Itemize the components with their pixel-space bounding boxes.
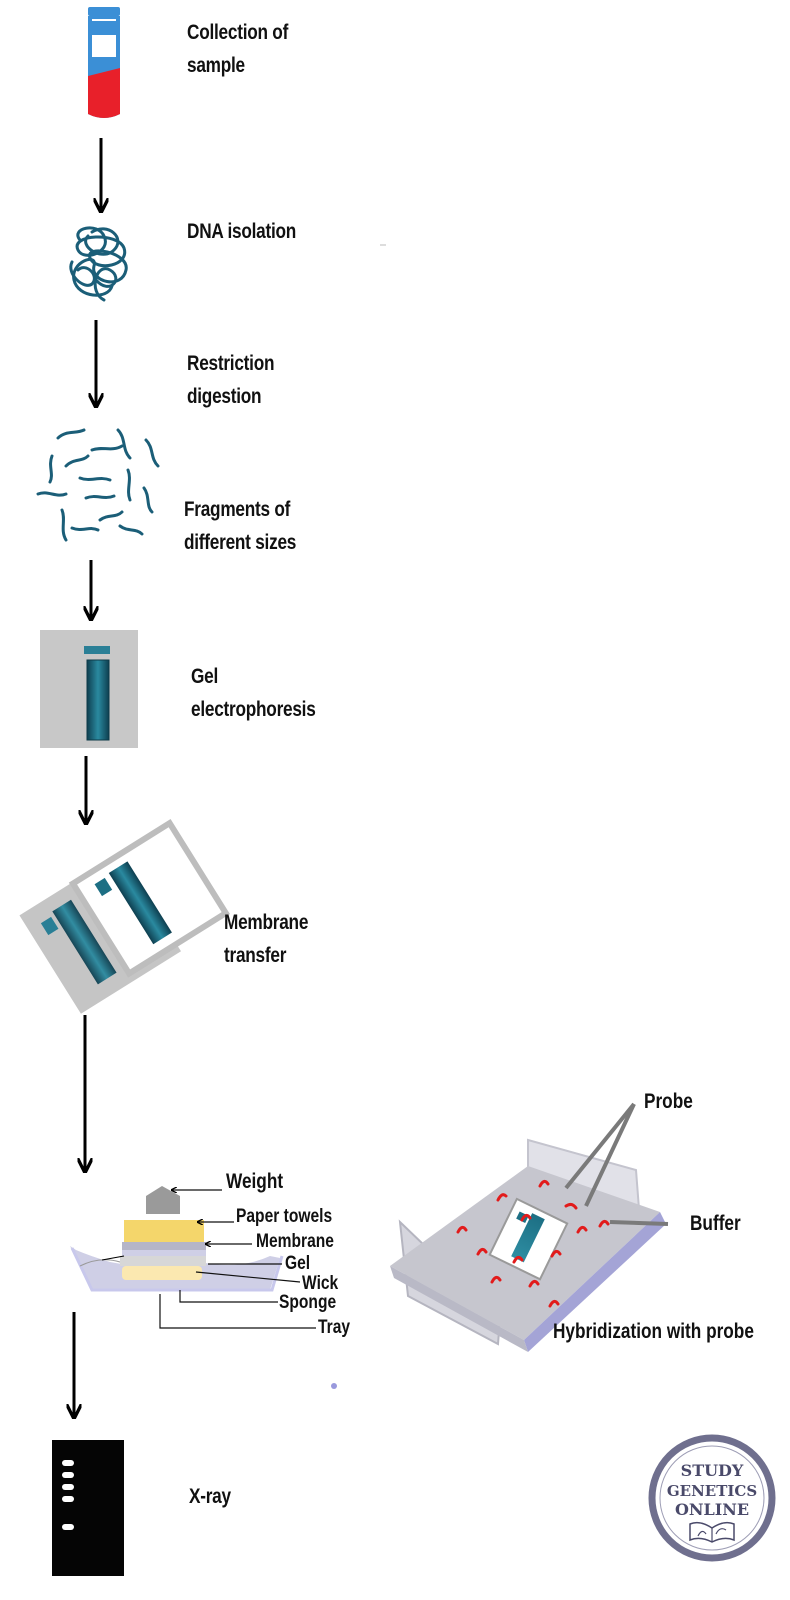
step-label-line: Restriction — [187, 352, 275, 375]
step-label-line: transfer — [224, 944, 287, 967]
step-label-line: Fragments of — [184, 498, 291, 521]
step-label-line: electrophoresis — [191, 698, 316, 721]
sample-tube-icon — [88, 7, 120, 118]
blot-label-sponge: Sponge — [279, 1292, 337, 1313]
blot-label-gel: Gel — [285, 1253, 311, 1274]
blot-label-wick: Wick — [302, 1273, 339, 1294]
gel-icon — [40, 630, 138, 748]
step-label-line: sample — [187, 54, 245, 77]
blot-label-paper-towels: Paper towels — [236, 1206, 333, 1227]
hybridization-leader-lines — [564, 1102, 669, 1226]
dna-fragments-icon — [36, 428, 160, 542]
study-genetics-online-logo: STUDY GENETICS ONLINE — [648, 1434, 776, 1562]
hyb-caption: Hybridization with probe — [553, 1320, 754, 1343]
step-label-restriction: Restriction digestion — [187, 347, 274, 413]
flow-arrows — [74, 138, 101, 1416]
blot-label-tray: Tray — [318, 1317, 351, 1338]
blot-label-membrane: Membrane — [256, 1231, 334, 1252]
hyb-label-probe: Probe — [644, 1090, 693, 1113]
step-label-fragments: Fragments of different sizes — [184, 493, 296, 559]
step-label-line: different sizes — [184, 531, 297, 554]
step-label-membrane: Membrane transfer — [224, 906, 308, 972]
step-label-line: digestion — [187, 385, 262, 408]
step-label-xray: X-ray — [189, 1480, 231, 1513]
step-label-line: Gel — [191, 665, 219, 688]
dna-tangle-icon — [69, 226, 128, 302]
step-label-line: Membrane — [224, 911, 309, 934]
step-label-dna-isolation: DNA isolation — [187, 215, 296, 248]
hyb-label-buffer: Buffer — [690, 1212, 741, 1235]
membrane-transfer-icon — [19, 819, 230, 1014]
probe-marks — [456, 1179, 610, 1308]
xray-film-icon — [52, 1440, 124, 1576]
hybridization-tray-icon — [390, 1138, 666, 1352]
logo-line-3: ONLINE — [675, 1500, 749, 1519]
blot-leader-lines — [159, 1190, 316, 1329]
logo-line-2: GENETICS — [667, 1482, 757, 1500]
step-label-line: X-ray — [189, 1485, 231, 1508]
step-label-gel: Gel electrophoresis — [191, 660, 316, 726]
step-label-line: Collection of — [187, 21, 289, 44]
step-label-collection: Collection of sample — [187, 16, 288, 82]
blot-setup-icon — [70, 1186, 284, 1292]
blot-label-weight: Weight — [226, 1170, 284, 1193]
step-label-line: DNA isolation — [187, 220, 297, 243]
stray-dot — [331, 1383, 337, 1389]
logo-line-1: STUDY — [681, 1461, 744, 1480]
